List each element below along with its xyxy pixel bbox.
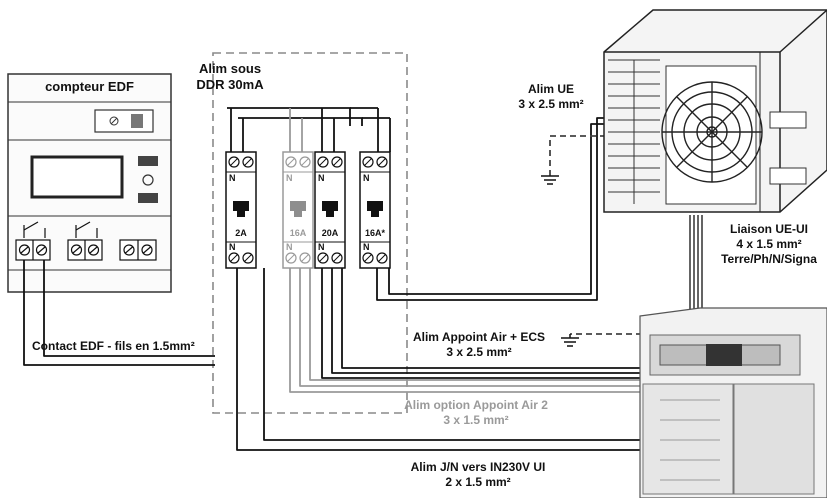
breaker-bottom-mark: N — [318, 242, 325, 252]
wire-option-c — [309, 268, 646, 381]
label-alim-jn-line1: Alim J/N vers IN230V UI — [410, 460, 546, 474]
label-option-line1: Alim option Appoint Air 2 — [404, 398, 548, 412]
label-alim-ue: Alim UE 3 x 2.5 mm² — [503, 82, 599, 112]
label-appoint-air-ecs: Alim Appoint Air + ECS 3 x 2.5 mm² — [404, 330, 554, 360]
wire-alim-ue-b — [388, 123, 606, 295]
wire-alim-jn-b — [263, 268, 646, 441]
outdoor-unit — [603, 9, 827, 213]
label-alim-jn: Alim J/N vers IN230V UI 2 x 1.5 mm² — [400, 460, 556, 490]
wire-appoint-b — [331, 268, 646, 374]
label-option-appoint: Alim option Appoint Air 2 3 x 1.5 mm² — [396, 398, 556, 428]
wire-option-a — [289, 268, 646, 393]
label-liaison-line1: Liaison UE-UI — [729, 222, 808, 236]
supply-busbars — [227, 107, 391, 152]
label-appoint-line2: 3 x 2.5 mm² — [446, 345, 512, 359]
wire-alim-ue-a — [376, 117, 606, 301]
breaker-bottom-mark: N — [363, 242, 370, 252]
wire-contact-edf-a — [23, 260, 215, 366]
label-appoint-line1: Alim Appoint Air + ECS — [412, 330, 546, 344]
panel-title-line1: Alim sous — [198, 61, 262, 76]
panel-title: Alim sous DDR 30mA — [190, 61, 270, 94]
breaker-top-mark: N — [363, 173, 370, 183]
breaker-rating: 16A — [290, 228, 307, 238]
label-contact-edf: Contact EDF - fils en 1.5mm² — [32, 339, 195, 353]
breaker-module — [314, 151, 346, 269]
fan-icon — [661, 81, 763, 183]
breaker-top-mark: N — [286, 173, 293, 183]
label-alim-ue-line2: 3 x 2.5 mm² — [518, 97, 584, 111]
breaker-module — [359, 151, 391, 269]
breaker-module — [282, 151, 314, 269]
wire-appoint-c — [341, 268, 646, 369]
breaker-top-mark: N — [229, 173, 236, 183]
label-option-line2: 3 x 1.5 mm² — [443, 413, 509, 427]
label-liaison: Liaison UE-UI 4 x 1.5 mm² Terre/Ph/N/Sig… — [713, 222, 825, 267]
earth-symbol-ue — [541, 175, 559, 185]
panel-title-line2: DDR 30mA — [196, 77, 264, 93]
meter-terminals — [15, 239, 157, 261]
edf-meter — [7, 73, 172, 293]
meter-display — [30, 155, 124, 199]
wire-appoint-a — [321, 268, 646, 379]
wire-earth-ue — [549, 135, 606, 176]
breaker-rating: 20A — [322, 228, 339, 238]
label-alim-ue-line1: Alim UE — [527, 82, 574, 96]
wire-alim-jn-a — [236, 268, 646, 451]
wire-option-b — [299, 268, 646, 387]
breaker-top-mark: N — [318, 173, 325, 183]
meter-switch — [94, 109, 154, 133]
label-alim-jn-line2: 2 x 1.5 mm² — [445, 475, 511, 489]
breaker-module — [225, 151, 257, 269]
breaker-bottom-mark: N — [286, 242, 293, 252]
earth-symbol-appoint — [561, 334, 579, 347]
breaker-rating: 2A — [235, 228, 247, 238]
side-grille — [608, 59, 660, 204]
breaker-group: N 2A N N 16A N N 20A N N 16A* N — [225, 151, 391, 269]
label-liaison-line3: Terre/Ph/N/Signa — [721, 252, 817, 266]
ddr-panel-outline — [212, 52, 408, 414]
breaker-bottom-mark: N — [229, 242, 236, 252]
indoor-unit — [639, 307, 827, 498]
label-liaison-line2: 4 x 1.5 mm² — [736, 237, 802, 251]
breaker-rating: 16A* — [365, 228, 386, 238]
meter-title: compteur EDF — [45, 79, 134, 94]
wire-contact-edf-b — [43, 260, 215, 357]
wires — [23, 117, 703, 451]
